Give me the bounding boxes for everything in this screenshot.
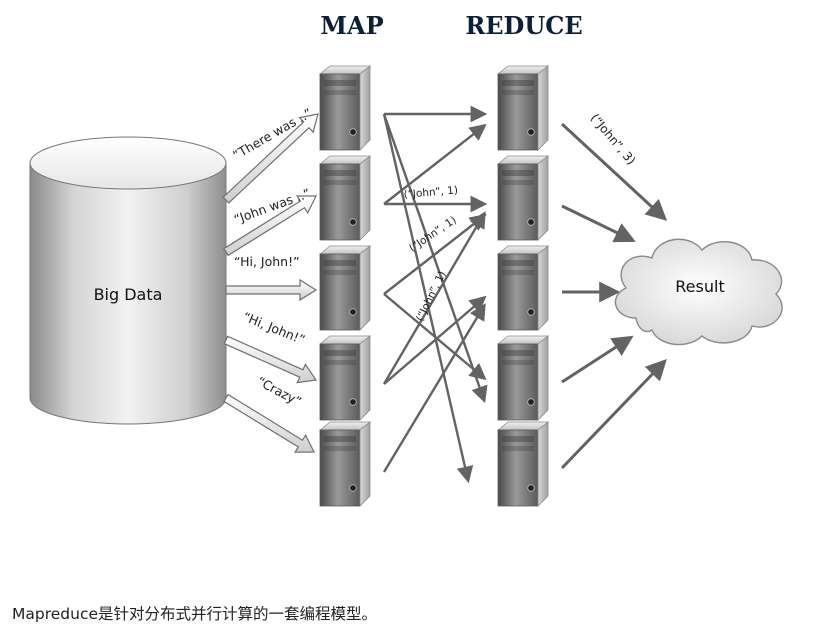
shuffle-arrows [382,105,488,484]
shuffle-arrow-7 [383,293,487,381]
split-arrow-3 [225,278,318,302]
map-server-5-icon [319,421,371,507]
split-label-4: “Hi, John!” [241,309,307,347]
reduce-title: REDUCE [465,11,582,40]
shuffle-arrow-9 [383,295,487,385]
caption-text: Mapreduce是针对分布式并行计算的一套编程模型。 [12,605,378,623]
big-data-label: Big Data [94,285,163,304]
result-cloud-icon [614,238,783,346]
split-arrow-2 [223,195,317,257]
pair-label-4: (“John”, 3) [588,111,639,168]
map-server-1-icon [319,65,371,151]
split-arrow-5 [223,393,315,453]
pair-label-1: (“John”, 1) [403,184,458,201]
split-arrows [222,113,319,453]
reduce-server-1-icon [497,65,549,151]
reduce-to-result-arrows [560,122,668,470]
shuffle-arrow-5 [383,123,487,205]
reduce-servers [497,65,549,507]
shuffle-arrow-6 [383,213,487,295]
reduce-server-3-icon [497,245,549,331]
split-label-5: “Crazy” [255,373,304,409]
map-title: MAP [320,11,383,40]
result-label: Result [675,277,724,296]
pair-label-2: (“John”, 1) [407,214,459,254]
shuffle-arrow-3 [382,113,474,484]
map-server-2-icon [319,155,371,241]
mapreduce-diagram: MAP REDUCE Big Data Result “There was ..… [29,11,783,507]
map-server-4-icon [319,335,371,421]
result-arrow-4 [561,335,634,384]
split-arrow-4 [223,335,318,384]
split-arrow-1 [222,113,319,204]
reduce-server-5-icon [497,421,549,507]
shuffle-arrow-2 [382,113,488,404]
big-data-cylinder [29,136,227,425]
split-label-3: “Hi, John!” [234,254,300,269]
result-arrow-5 [560,358,667,470]
result-arrow-2 [561,204,636,243]
reduce-server-4-icon [497,335,549,421]
reduce-server-2-icon [497,155,549,241]
map-servers [319,65,371,507]
map-server-3-icon [319,245,371,331]
shuffle-arrow-8 [382,211,486,385]
shuffle-arrow-10 [382,303,486,473]
result-arrow-1 [560,122,668,221]
